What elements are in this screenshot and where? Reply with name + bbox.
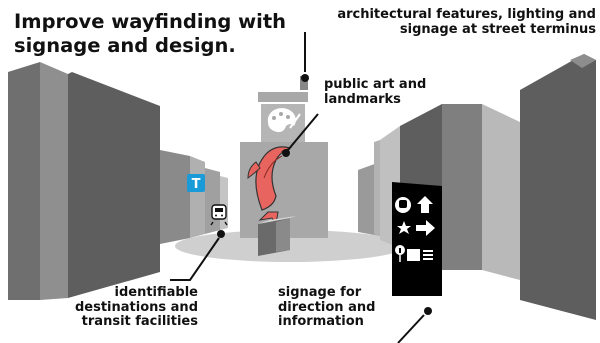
label-public-art: public art and landmarks — [324, 77, 427, 107]
transit-badge: T — [187, 174, 205, 192]
sculpture-pedestal — [258, 216, 296, 256]
info-icon — [395, 245, 405, 262]
sign-leader-dot — [424, 307, 432, 315]
sign-leader — [397, 314, 425, 343]
art-leader — [287, 113, 319, 151]
arch-leader-dot — [301, 74, 309, 82]
star-icon — [397, 221, 411, 234]
label-architectural-features: architectural features, lighting and sig… — [337, 7, 596, 37]
wayfinding-sign — [392, 182, 442, 296]
page-title: Improve wayfinding with signage and desi… — [14, 10, 287, 57]
list-icon — [423, 250, 433, 260]
leader-lines — [170, 32, 432, 343]
map-icon — [407, 249, 420, 261]
salmon-sculpture — [247, 146, 292, 226]
label-destinations-transit: identifiable destinations and transit fa… — [74, 285, 198, 330]
left-buildings — [8, 62, 228, 300]
right-arrow-icon — [416, 220, 435, 236]
street-terminus-tower — [240, 76, 328, 238]
art-leader-dot — [282, 149, 290, 157]
label-signage: signage for direction and information — [278, 285, 376, 330]
dest-leader — [170, 237, 220, 281]
palette-icon — [267, 108, 301, 133]
dest-leader-dot — [217, 230, 225, 238]
up-arrow-icon — [417, 196, 433, 213]
svg-text:T: T — [192, 177, 201, 192]
transit-circle-icon — [395, 197, 411, 213]
train-icon — [210, 204, 228, 226]
